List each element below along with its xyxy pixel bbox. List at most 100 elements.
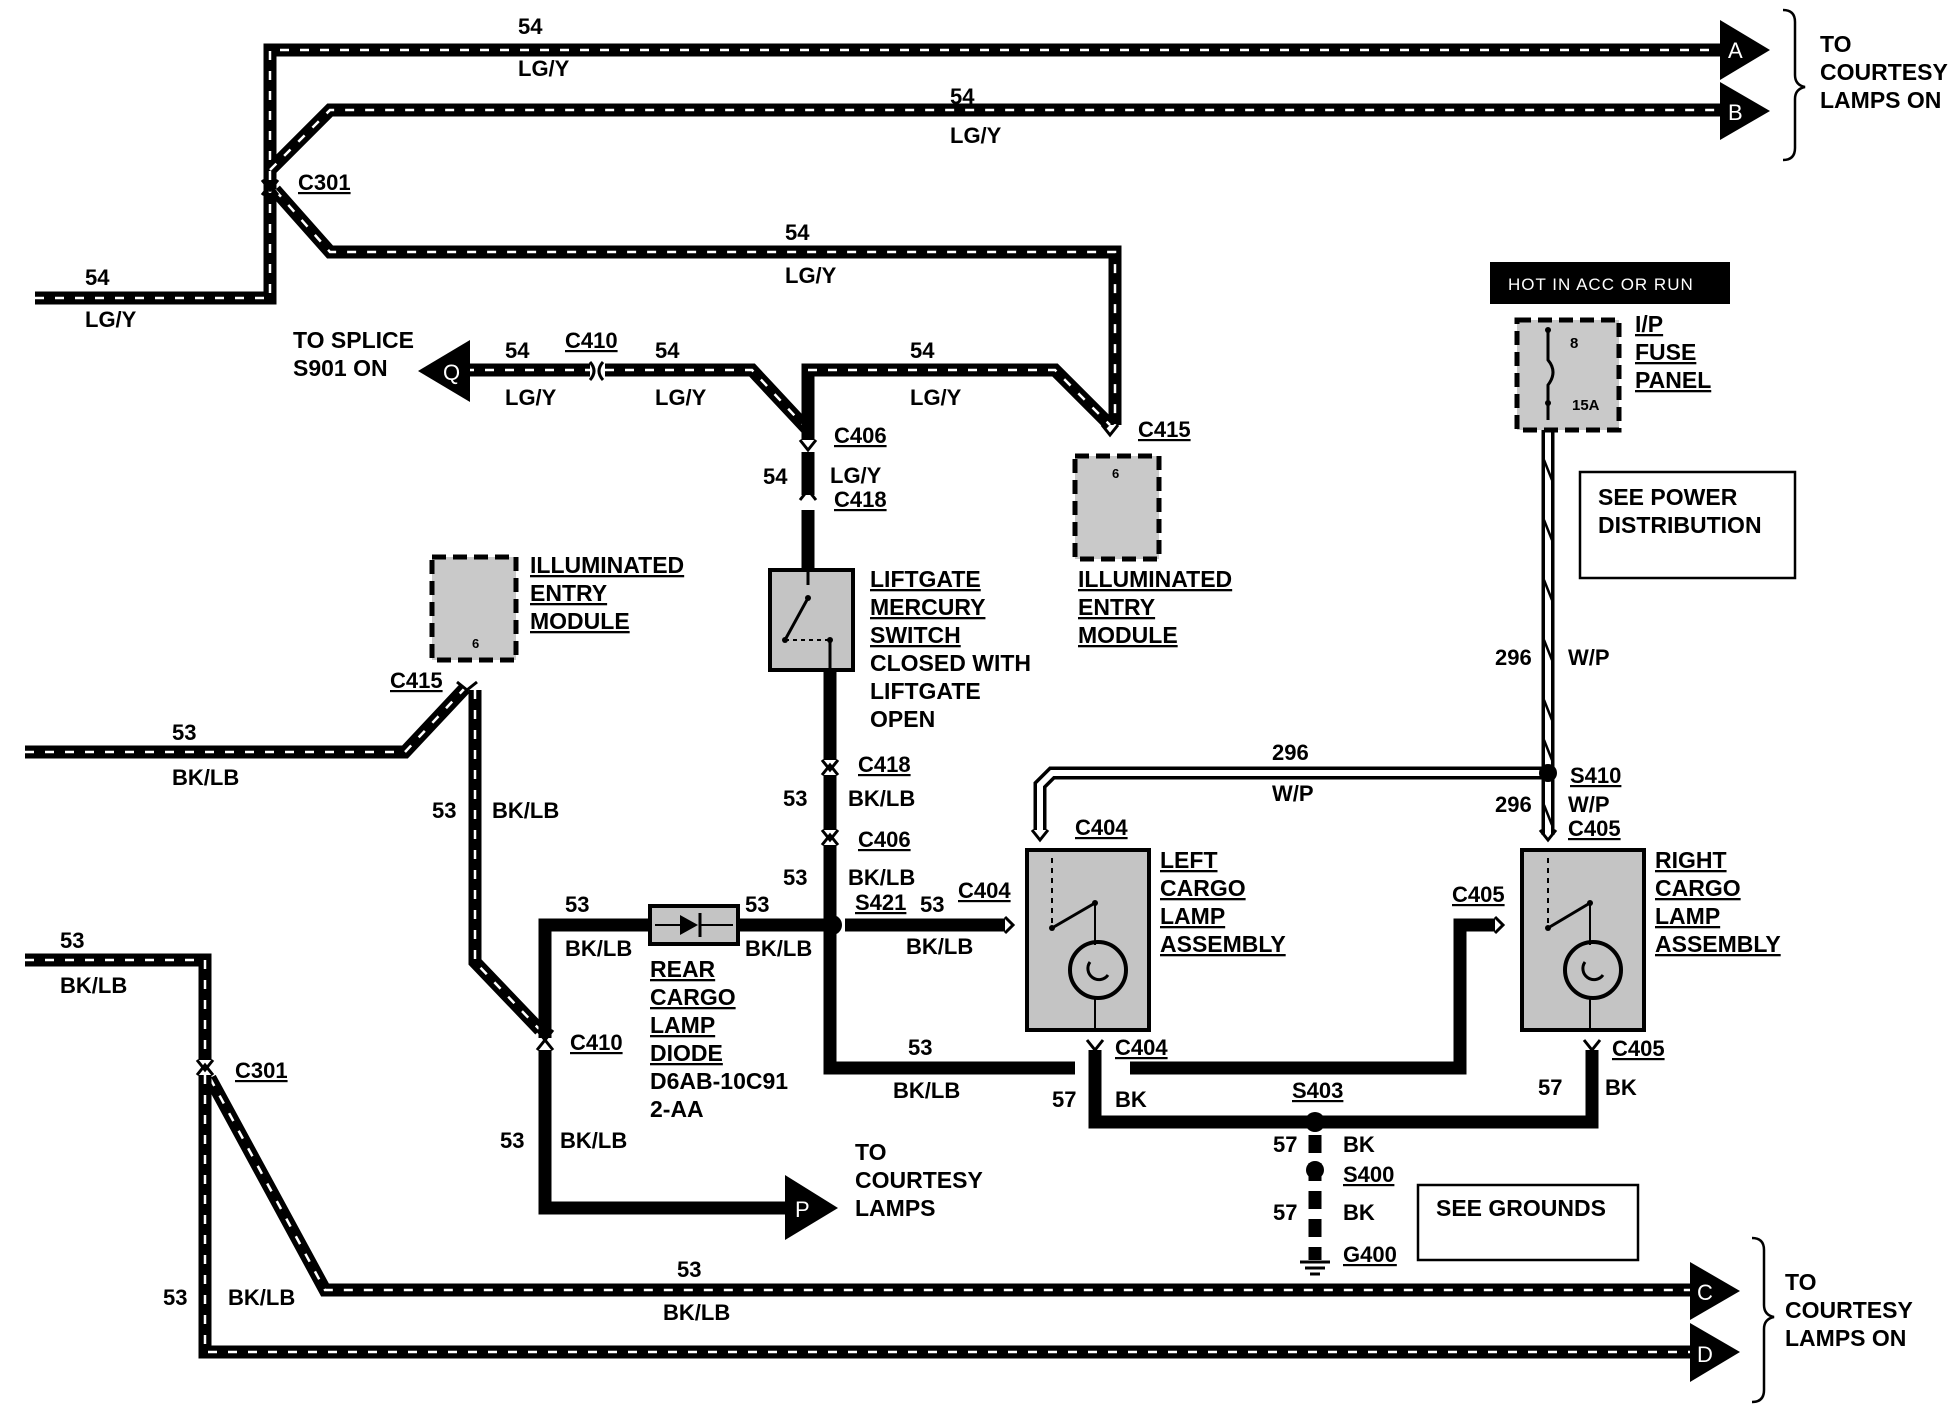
wire-label-circuit: 53	[677, 1257, 701, 1282]
fuse-icon	[1546, 330, 1555, 420]
see-grounds-box[interactable]: SEE GROUNDS	[1416, 1183, 1640, 1262]
liftgate-mercury-switch	[768, 568, 855, 672]
wire-label-circuit: 57	[1273, 1132, 1297, 1157]
rear-cargo-lamp-diode	[648, 904, 740, 946]
wire-label-color: W/P	[1272, 781, 1314, 806]
svg-text:2-AA: 2-AA	[650, 1096, 704, 1122]
svg-text:LAMP: LAMP	[650, 1012, 715, 1038]
to-courtesy-bottom-label: TO COURTESY LAMPS ON	[1785, 1269, 1913, 1351]
wire-53-left-input-a	[25, 683, 470, 759]
wire-label-color: BK/LB	[906, 934, 973, 959]
wire-54-splice-right	[801, 363, 1115, 440]
splice-s403-label: S403	[1292, 1078, 1343, 1103]
svg-text:CLOSED WITH: CLOSED WITH	[870, 650, 1031, 676]
svg-text:HOT IN ACC OR RUN: HOT IN ACC OR RUN	[1508, 275, 1694, 294]
splice-s403-dot	[1305, 1112, 1325, 1132]
wire-label-color: BK	[1343, 1132, 1375, 1157]
connector-c418-top: C418	[834, 487, 887, 512]
svg-text:DISTRIBUTION: DISTRIBUTION	[1598, 512, 1762, 538]
svg-text:MERCURY: MERCURY	[870, 594, 985, 620]
svg-text:PANEL: PANEL	[1635, 367, 1711, 393]
arrow-q: Q	[418, 340, 470, 402]
svg-text:ENTRY: ENTRY	[530, 580, 607, 606]
svg-text:CARGO: CARGO	[650, 984, 736, 1010]
lamp-bulb-icon	[1563, 940, 1623, 1000]
svg-text:ENTRY: ENTRY	[1078, 594, 1155, 620]
connector-c415-right: C415	[1138, 417, 1191, 442]
connector-c404-top: C404	[1075, 815, 1128, 840]
connector-c301-top: C301	[298, 170, 351, 195]
wire-label-color: BK/LB	[228, 1285, 295, 1310]
ground-icon	[1300, 1260, 1330, 1276]
wire-label-circuit: 54	[505, 338, 530, 363]
to-courtesy-top-label: TO COURTESY LAMPS ON	[1820, 31, 1948, 113]
connector-c301-bottom: C301	[235, 1058, 288, 1083]
wire-label-color: BK/LB	[893, 1078, 960, 1103]
svg-text:P: P	[795, 1197, 810, 1222]
illuminated-entry-module-left: 6	[429, 554, 519, 663]
lamp-bulb-icon	[1068, 940, 1128, 1000]
splice-s410-dot	[1539, 764, 1557, 782]
wire-label-color: BK/LB	[60, 973, 127, 998]
arrow-p: P	[785, 1175, 838, 1240]
connector-c410-top: C410	[565, 328, 618, 353]
svg-text:D6AB-10C91: D6AB-10C91	[650, 1068, 788, 1094]
svg-text:TO: TO	[1785, 1269, 1817, 1295]
wire-label-color: BK/LB	[663, 1300, 730, 1325]
svg-text:ILLUMINATED: ILLUMINATED	[530, 552, 684, 578]
wire-53-bottom-c	[204, 1074, 1700, 1297]
illuminated-entry-module-right: 6	[1072, 453, 1162, 562]
wire-label-circuit: 53	[172, 720, 196, 745]
wire-label-circuit: 54	[950, 84, 975, 109]
wire-label-circuit: 53	[783, 786, 807, 811]
arrow-c: C	[1690, 1262, 1740, 1320]
wire-53-left-input-b	[25, 953, 212, 1060]
wire-label-circuit: 57	[1052, 1087, 1076, 1112]
splice-s400-label: S400	[1343, 1162, 1394, 1187]
wire-label-circuit: 54	[763, 464, 788, 489]
liftgate-switch-label: LIFTGATE MERCURY SWITCH CLOSED WITH LIFT…	[870, 566, 1031, 732]
wire-label-circuit: 296	[1495, 792, 1532, 817]
fuse-panel-label: I/P FUSE PANEL	[1635, 311, 1711, 393]
wire-label-color: LG/Y	[785, 263, 837, 288]
svg-text:TO SPLICE: TO SPLICE	[293, 327, 414, 353]
wire-label-color: LG/Y	[950, 123, 1002, 148]
svg-text:REAR: REAR	[650, 956, 716, 982]
svg-text:CARGO: CARGO	[1655, 875, 1741, 901]
left-cargo-lamp-label: LEFT CARGO LAMP ASSEMBLY	[1160, 847, 1286, 957]
to-splice-label: TO SPLICE S901 ON	[293, 327, 414, 381]
svg-text:I/P: I/P	[1635, 311, 1663, 337]
wire-label-color: W/P	[1568, 792, 1610, 817]
svg-text:ILLUMINATED: ILLUMINATED	[1078, 566, 1232, 592]
bracket-top	[1782, 8, 1806, 162]
left-cargo-lamp	[1025, 848, 1151, 1032]
svg-text:B: B	[1728, 100, 1743, 125]
wire-296-horizontal	[1033, 766, 1548, 830]
see-power-box[interactable]: SEE POWER DISTRIBUTION	[1578, 470, 1797, 580]
svg-text:S901 ON: S901 ON	[293, 355, 388, 381]
wire-label-color: BK/LB	[848, 786, 915, 811]
wire-label-circuit: 53	[432, 798, 456, 823]
splice-s410-label: S410	[1570, 763, 1621, 788]
wire-54-top-b	[265, 103, 1730, 175]
splice-s421-dot	[822, 915, 842, 935]
illuminated-entry-module-left-label: ILLUMINATED ENTRY MODULE	[530, 552, 684, 634]
svg-text:TO: TO	[1820, 31, 1852, 57]
ground-g400-label: G400	[1343, 1242, 1397, 1267]
wire-label-color: BK	[1115, 1087, 1147, 1112]
connector-c404-side: C404	[958, 878, 1011, 903]
connector-c405-bottom: C405	[1612, 1036, 1665, 1061]
connector-c415-left: C415	[390, 668, 443, 693]
wire-53-vertical	[468, 690, 545, 1035]
wire-label-color: BK	[1343, 1200, 1375, 1225]
connector-c405-side: C405	[1452, 882, 1505, 907]
svg-text:ASSEMBLY: ASSEMBLY	[1655, 931, 1781, 957]
svg-text:D: D	[1697, 1342, 1713, 1367]
wire-label-circuit: 296	[1495, 645, 1532, 670]
wire-label-color: W/P	[1568, 645, 1610, 670]
svg-text:OPEN: OPEN	[870, 706, 935, 732]
svg-text:MODULE: MODULE	[1078, 622, 1178, 648]
svg-text:LIFTGATE: LIFTGATE	[870, 566, 981, 592]
